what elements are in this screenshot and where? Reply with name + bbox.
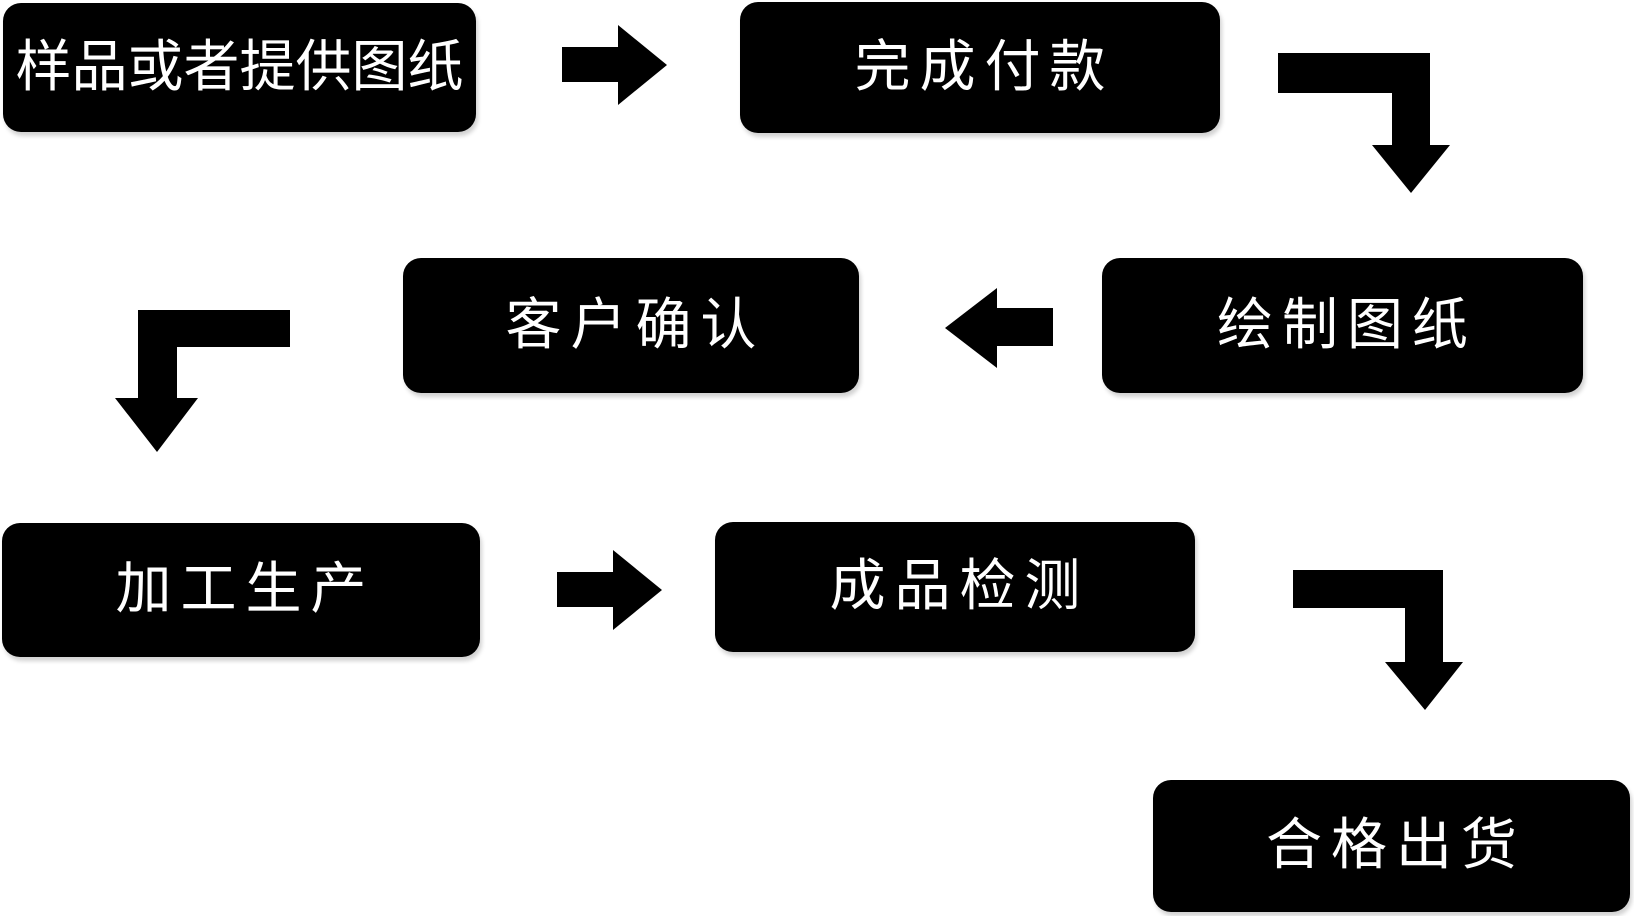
- flow-node-customer-confirmation: 客户确认: [403, 258, 859, 393]
- elbow-arrow-down-shape: [115, 310, 290, 452]
- arrow-right-shape: [562, 25, 667, 105]
- elbow-arrow-down-icon: [1278, 53, 1450, 193]
- flow-node-draw-drawings: 绘制图纸: [1102, 258, 1583, 393]
- elbow-arrow-down-icon: [1293, 570, 1463, 710]
- arrow-right-shape: [557, 550, 662, 630]
- flow-node-sample-or-provide-drawing: 样品或者提供图纸: [3, 3, 476, 132]
- flow-node-qualified-shipment: 合格出货: [1153, 780, 1630, 912]
- node-label: 客户确认: [505, 292, 766, 358]
- flow-node-complete-payment: 完成付款: [740, 2, 1220, 133]
- arrow-right-icon: [557, 550, 662, 630]
- node-label: 完成付款: [854, 34, 1115, 100]
- elbow-arrow-down-shape: [1278, 53, 1450, 193]
- arrow-left-icon: [945, 288, 1053, 368]
- arrow-right-icon: [562, 25, 667, 105]
- flow-node-processing-production: 加工生产: [2, 523, 480, 657]
- elbow-arrow-down-icon: [115, 310, 290, 452]
- node-label: 成品检测: [829, 554, 1090, 619]
- node-label: 样品或者提供图纸: [15, 34, 464, 100]
- node-label: 加工生产: [115, 557, 376, 622]
- node-label: 绘制图纸: [1217, 292, 1477, 358]
- arrow-left-shape: [945, 288, 1053, 368]
- flow-node-finished-product-inspection: 成品检测: [715, 522, 1195, 652]
- elbow-arrow-down-shape: [1293, 570, 1463, 710]
- node-label: 合格出货: [1266, 813, 1526, 878]
